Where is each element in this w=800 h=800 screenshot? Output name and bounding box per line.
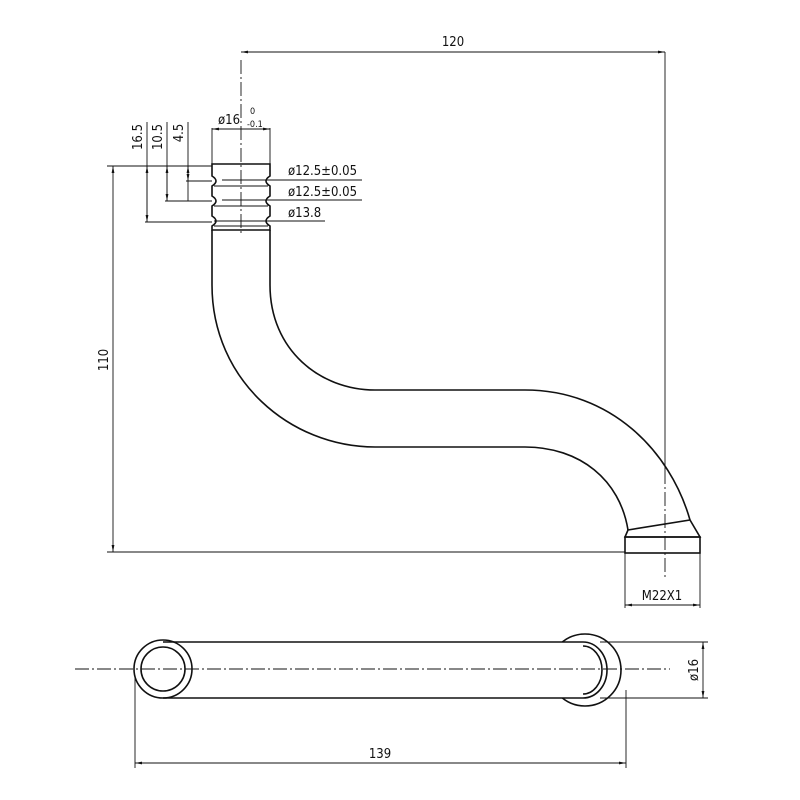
spout-front-view <box>211 60 702 580</box>
dim-dia16-tol-lower: -0.1 <box>247 120 263 130</box>
dim-dia16-tol-upper: 0 <box>250 107 255 117</box>
dim-4-5: 4.5 <box>172 124 187 143</box>
dimensions-plan: ø16 139 <box>134 641 708 768</box>
dim-110: 110 <box>97 349 112 371</box>
dim-groove1: ø12.5±0.05 <box>288 164 357 179</box>
dim-groove2: ø12.5±0.05 <box>288 185 357 200</box>
dim-dia16: ø16 <box>218 113 240 128</box>
dim-120: 120 <box>442 35 464 50</box>
dim-thread: M22X1 <box>642 589 682 604</box>
dim-dia16-side: ø16 <box>687 659 702 681</box>
dim-139: 139 <box>369 747 391 762</box>
spout-plan-view <box>75 633 670 707</box>
dimensions-front: 120 110 16.5 10.5 4.5 ø16 0 -0.1 ø12.5±0… <box>97 35 701 608</box>
dim-16-5: 16.5 <box>131 124 146 150</box>
dim-10-5: 10.5 <box>151 124 166 150</box>
dim-dia13-8: ø13.8 <box>288 206 321 221</box>
